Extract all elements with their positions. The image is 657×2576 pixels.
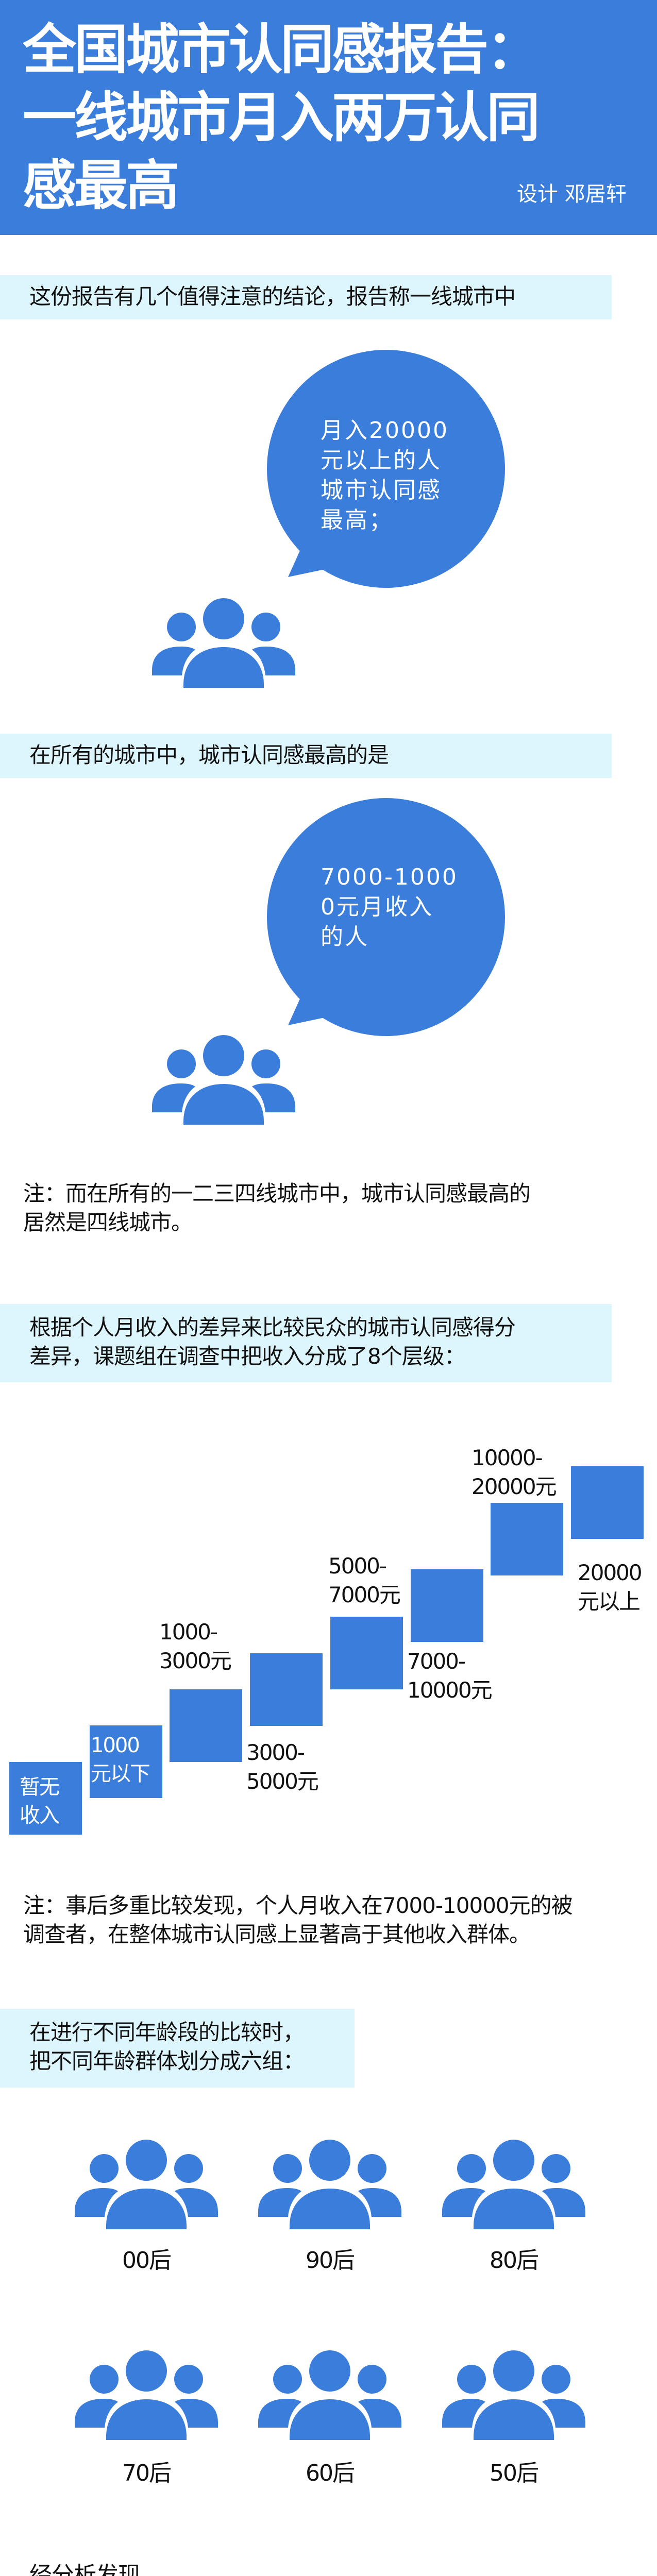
age-group-label: 80后 <box>490 2247 539 2274</box>
income-step-1: 1000 元以下 <box>90 1725 162 1798</box>
title-line-2: 一线城市月入两万认同 <box>23 86 540 149</box>
people-group-icon <box>152 1035 295 1125</box>
age-groups-banner: 在进行不同年龄段的比较时， 把不同年龄群体划分成六组： <box>0 2009 355 2088</box>
income-step-label: 5000- 7000元 <box>328 1553 401 1607</box>
income-step-label: 10000- 20000元 <box>471 1445 557 1499</box>
income-step-6 <box>491 1503 563 1575</box>
header-banner: 全国城市认同感报告： 一线城市月入两万认同 感最高 设计 邓居轩 <box>0 0 657 235</box>
income-step-label: 20000 元以上 <box>578 1560 643 1614</box>
income-step-7 <box>571 1466 644 1539</box>
author-credit: 设计 邓居轩 <box>517 182 627 206</box>
income-levels-banner: 根据个人月收入的差异来比较民众的城市认同感得分 差异，课题组在调查中把收入分成了… <box>0 1304 612 1382</box>
age-group-label: 60后 <box>306 2460 355 2486</box>
age-group-label: 00后 <box>122 2247 172 2274</box>
people-group-icon <box>258 2350 401 2440</box>
people-group-icon <box>75 2140 218 2229</box>
highest-city-banner: 在所有的城市中，城市认同感最高的是 <box>0 734 612 778</box>
tier-city-note: 注：而在所有的一二三四线城市中，城市认同感最高的 居然是四线城市。 <box>23 1181 531 1235</box>
people-group-icon <box>75 2350 218 2440</box>
speech-bubble-1-text: 月入20000 元以上的人 城市认同感 最高； <box>321 417 449 533</box>
income-step-label: 暂无 收入 <box>20 1775 60 1827</box>
income-levels-banner-text: 根据个人月收入的差异来比较民众的城市认同感得分 差异，课题组在调查中把收入分成了… <box>29 1315 516 1369</box>
age-group-label: 50后 <box>490 2460 539 2486</box>
age-group-label: 90后 <box>306 2247 355 2274</box>
age-group-label: 70后 <box>122 2460 172 2486</box>
analysis-heading: 经分析发现 <box>29 2562 141 2576</box>
age-groups-banner-text: 在进行不同年龄段的比较时， 把不同年龄群体划分成六组： <box>29 2020 305 2074</box>
speech-bubble-2-tail <box>288 994 325 1025</box>
people-group-icon <box>442 2140 585 2229</box>
people-group-icon <box>152 598 295 688</box>
income-step-label: 7000- 10000元 <box>407 1649 493 1703</box>
income-step-3 <box>250 1653 323 1726</box>
income-step-5 <box>411 1569 483 1642</box>
income-step-0: 暂无 收入 <box>9 1762 82 1835</box>
income-step-4 <box>330 1617 403 1689</box>
speech-bubble-2: 7000-1000 0元月收入 的人 <box>267 798 505 1036</box>
speech-bubble-2-text: 7000-1000 0元月收入 的人 <box>321 864 458 950</box>
income-step-label: 1000- 3000元 <box>159 1619 232 1673</box>
title-line-1: 全国城市认同感报告： <box>23 18 540 81</box>
intro-banner-text: 这份报告有几个值得注意的结论，报告称一线城市中 <box>29 284 516 309</box>
income-step-label: 1000 元以下 <box>91 1734 150 1786</box>
intro-banner: 这份报告有几个值得注意的结论，报告称一线城市中 <box>0 275 612 319</box>
people-group-icon <box>258 2140 401 2229</box>
speech-bubble-1-tail <box>288 546 325 577</box>
income-step-label: 3000- 5000元 <box>246 1740 319 1794</box>
highest-city-banner-text: 在所有的城市中，城市认同感最高的是 <box>29 742 389 768</box>
income-note: 注：事后多重比较发现，个人月收入在7000-10000元的被 调查者，在整体城市… <box>23 1893 573 1947</box>
title-line-3: 感最高 <box>23 154 179 217</box>
income-step-2 <box>170 1689 242 1762</box>
people-group-icon <box>442 2350 585 2440</box>
